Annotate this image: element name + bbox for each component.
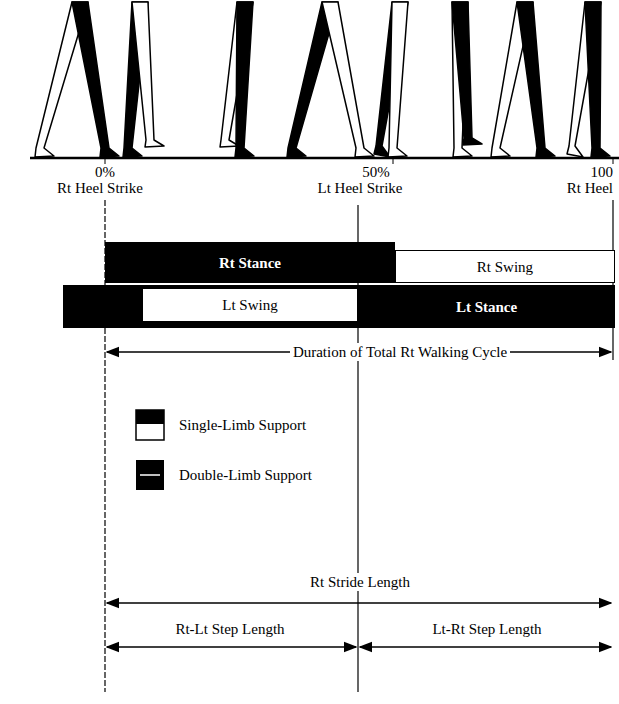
double-support-bar bbox=[63, 285, 615, 328]
stance-bar: Rt Stance bbox=[105, 242, 395, 283]
dimension-label: Rt-Lt Step Length bbox=[172, 620, 287, 638]
percent-mark: 100 bbox=[588, 163, 617, 181]
dimension-arrow bbox=[360, 646, 611, 648]
event-label: Lt Heel Strike bbox=[315, 179, 406, 197]
legend-swatch bbox=[136, 460, 164, 490]
leg-left bbox=[322, 2, 374, 157]
legend-text: Double-Limb Support bbox=[176, 466, 315, 484]
percent-mark: 0% bbox=[92, 163, 118, 181]
leg-right bbox=[235, 2, 254, 157]
phase-label: Lt Swing bbox=[222, 296, 277, 314]
event-label: Rt Heel bbox=[564, 179, 616, 197]
event-label: Rt Heel Strike bbox=[54, 179, 146, 197]
leg-right bbox=[374, 2, 408, 157]
swing-bar: Lt Swing bbox=[142, 288, 358, 322]
legend-swatch bbox=[136, 410, 164, 440]
dimension-arrow bbox=[107, 602, 611, 604]
dimension-label: Rt Stride Length bbox=[307, 573, 413, 591]
tick bbox=[105, 158, 106, 164]
leg-right bbox=[72, 2, 119, 157]
tick bbox=[613, 158, 614, 164]
phase-label: Rt Swing bbox=[477, 258, 533, 276]
stance-bar: Lt Stance bbox=[358, 285, 615, 328]
leg-left bbox=[388, 2, 408, 157]
phase-label: Lt Stance bbox=[456, 298, 517, 316]
leg-right bbox=[585, 2, 610, 157]
legend-swatch bbox=[136, 410, 164, 424]
ground-line bbox=[30, 157, 619, 160]
leg-left bbox=[132, 2, 164, 147]
swing-bar: Rt Swing bbox=[395, 250, 615, 283]
dimension-label: Duration of Total Rt Walking Cycle bbox=[290, 343, 510, 361]
leg-right bbox=[517, 2, 555, 157]
dimension-arrow bbox=[107, 646, 356, 648]
leg-right bbox=[452, 2, 482, 145]
tick bbox=[393, 158, 394, 164]
dimension-label: Lt-Rt Step Length bbox=[429, 620, 544, 638]
legend-swatch bbox=[140, 474, 160, 476]
phase-label: Rt Stance bbox=[219, 254, 281, 272]
legend-text: Single-Limb Support bbox=[176, 416, 309, 434]
percent-mark: 50% bbox=[359, 163, 393, 181]
